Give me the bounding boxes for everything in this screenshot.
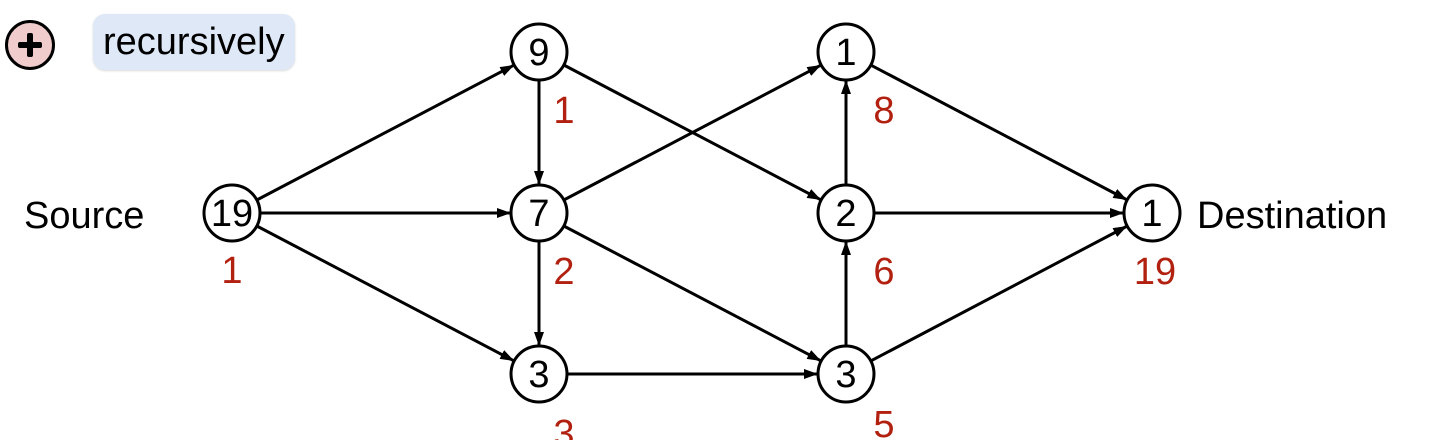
node-circle bbox=[816, 344, 876, 404]
node-s: 191 bbox=[202, 183, 262, 292]
node-label: 2 bbox=[835, 193, 856, 235]
node-value: 6 bbox=[873, 251, 894, 293]
node-label: 1 bbox=[1141, 193, 1162, 235]
node-value: 3 bbox=[553, 413, 574, 440]
source-label: Source bbox=[24, 195, 144, 237]
plus-bar-vertical bbox=[27, 33, 33, 57]
node-circle bbox=[1122, 183, 1182, 243]
edge-b1-to-d bbox=[870, 63, 1128, 201]
node-label: 3 bbox=[835, 354, 856, 396]
edge-a2-to-b3 bbox=[563, 224, 822, 362]
node-value: 8 bbox=[873, 90, 894, 132]
node-value: 5 bbox=[873, 404, 894, 440]
edge-s-to-a1 bbox=[256, 64, 515, 202]
node-label: 19 bbox=[211, 193, 253, 235]
node-b3: 35 bbox=[816, 344, 895, 440]
edge-a2-to-b1 bbox=[563, 64, 822, 202]
edge-b3-to-d bbox=[870, 225, 1128, 363]
node-circle bbox=[509, 22, 569, 82]
node-b1: 18 bbox=[816, 22, 895, 132]
node-circle bbox=[816, 22, 876, 82]
edge-s-to-a3 bbox=[256, 224, 515, 362]
node-label: 1 bbox=[835, 32, 856, 74]
node-value: 19 bbox=[1134, 251, 1176, 293]
recursively-tag[interactable]: recursively bbox=[93, 14, 295, 70]
node-a2: 72 bbox=[509, 183, 575, 293]
node-value: 1 bbox=[553, 90, 574, 132]
node-a3: 33 bbox=[509, 344, 575, 440]
node-circle bbox=[509, 183, 569, 243]
destination-label: Destination bbox=[1197, 195, 1387, 237]
plus-circle-icon[interactable] bbox=[5, 20, 55, 70]
node-label: 7 bbox=[528, 193, 549, 235]
edge-layer bbox=[256, 63, 1128, 379]
node-a1: 91 bbox=[509, 22, 575, 132]
node-circle bbox=[509, 344, 569, 404]
node-label: 3 bbox=[528, 354, 549, 396]
node-circle bbox=[202, 183, 262, 243]
node-b2: 26 bbox=[816, 183, 895, 293]
node-label: 9 bbox=[528, 32, 549, 74]
node-value: 2 bbox=[553, 251, 574, 293]
node-circle bbox=[816, 183, 876, 243]
node-value: 1 bbox=[221, 250, 242, 292]
node-d: 119 bbox=[1122, 183, 1182, 293]
